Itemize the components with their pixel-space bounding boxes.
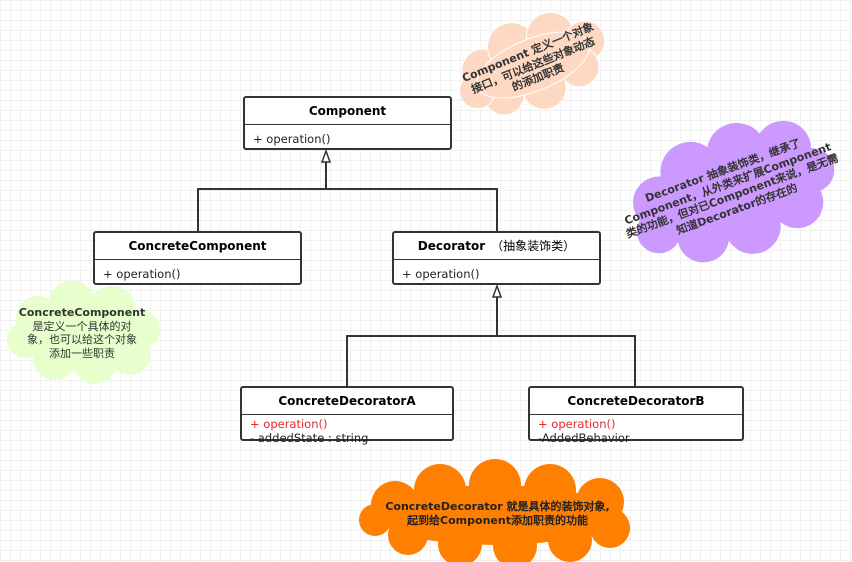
- note-line: 起到给Component添加职责的功能: [407, 513, 588, 527]
- class-name-text: Decorator: [417, 239, 486, 253]
- method: + operation(): [253, 132, 331, 146]
- note-cloud-component: [459, 11, 606, 116]
- method: + operation(): [250, 417, 328, 431]
- field: -AddedBehavior: [538, 431, 630, 445]
- inheritance-arrow-icon: [320, 148, 332, 163]
- class-concrete-component[interactable]: ConcreteComponent + operation(): [93, 231, 302, 285]
- connector-decorator-b: [497, 335, 636, 386]
- class-concrete-decorator-a[interactable]: ConcreteDecoratorA + operation() - added…: [240, 386, 454, 445]
- note-cloud-decorator: [633, 120, 835, 263]
- connector-concretecomponent: [197, 162, 327, 231]
- method: + operation(): [538, 417, 616, 431]
- note-cloud-concrete-component: [7, 281, 160, 384]
- note-line: 象，也可以给这个对象: [27, 333, 137, 346]
- note-concrete-component: ConcreteComponent 是定义一个具体的对 象，也可以给这个对象 添…: [12, 306, 152, 360]
- class-name: ConcreteComponent: [95, 233, 300, 260]
- inheritance-arrow-icon: [491, 283, 503, 298]
- note-line: 是定义一个具体的对: [32, 319, 132, 333]
- class-concrete-decorator-b[interactable]: ConcreteDecoratorB + operation() -AddedB…: [528, 386, 744, 445]
- class-members: + operation() -AddedBehavior: [530, 415, 742, 447]
- class-name: Decorator （抽象装饰类）: [394, 233, 599, 260]
- class-name: Component: [245, 98, 450, 125]
- connector-decorator: [326, 188, 498, 231]
- note-line: 添加一些职责: [49, 346, 115, 360]
- class-component[interactable]: Component + operation(): [243, 96, 452, 150]
- class-stereotype: （抽象装饰类）: [491, 239, 576, 253]
- note-concrete-decorator: ConcreteDecorator 就是具体的装饰对象, 起到给Componen…: [365, 500, 630, 527]
- class-name: ConcreteDecoratorB: [530, 388, 742, 415]
- class-name: ConcreteDecoratorA: [242, 388, 452, 415]
- method: + operation(): [402, 267, 480, 281]
- note-cloud-concrete-decorator: [359, 459, 630, 562]
- method: + operation(): [103, 267, 181, 281]
- note-line: ConcreteDecorator 就是具体的装饰对象,: [385, 500, 610, 513]
- class-members: + operation() - addedState : string: [242, 415, 452, 447]
- class-decorator[interactable]: Decorator （抽象装饰类） + operation(): [392, 231, 601, 285]
- connector-decorator-a: [346, 297, 498, 386]
- field: - addedState : string: [250, 431, 369, 445]
- note-line: ConcreteComponent: [18, 306, 146, 319]
